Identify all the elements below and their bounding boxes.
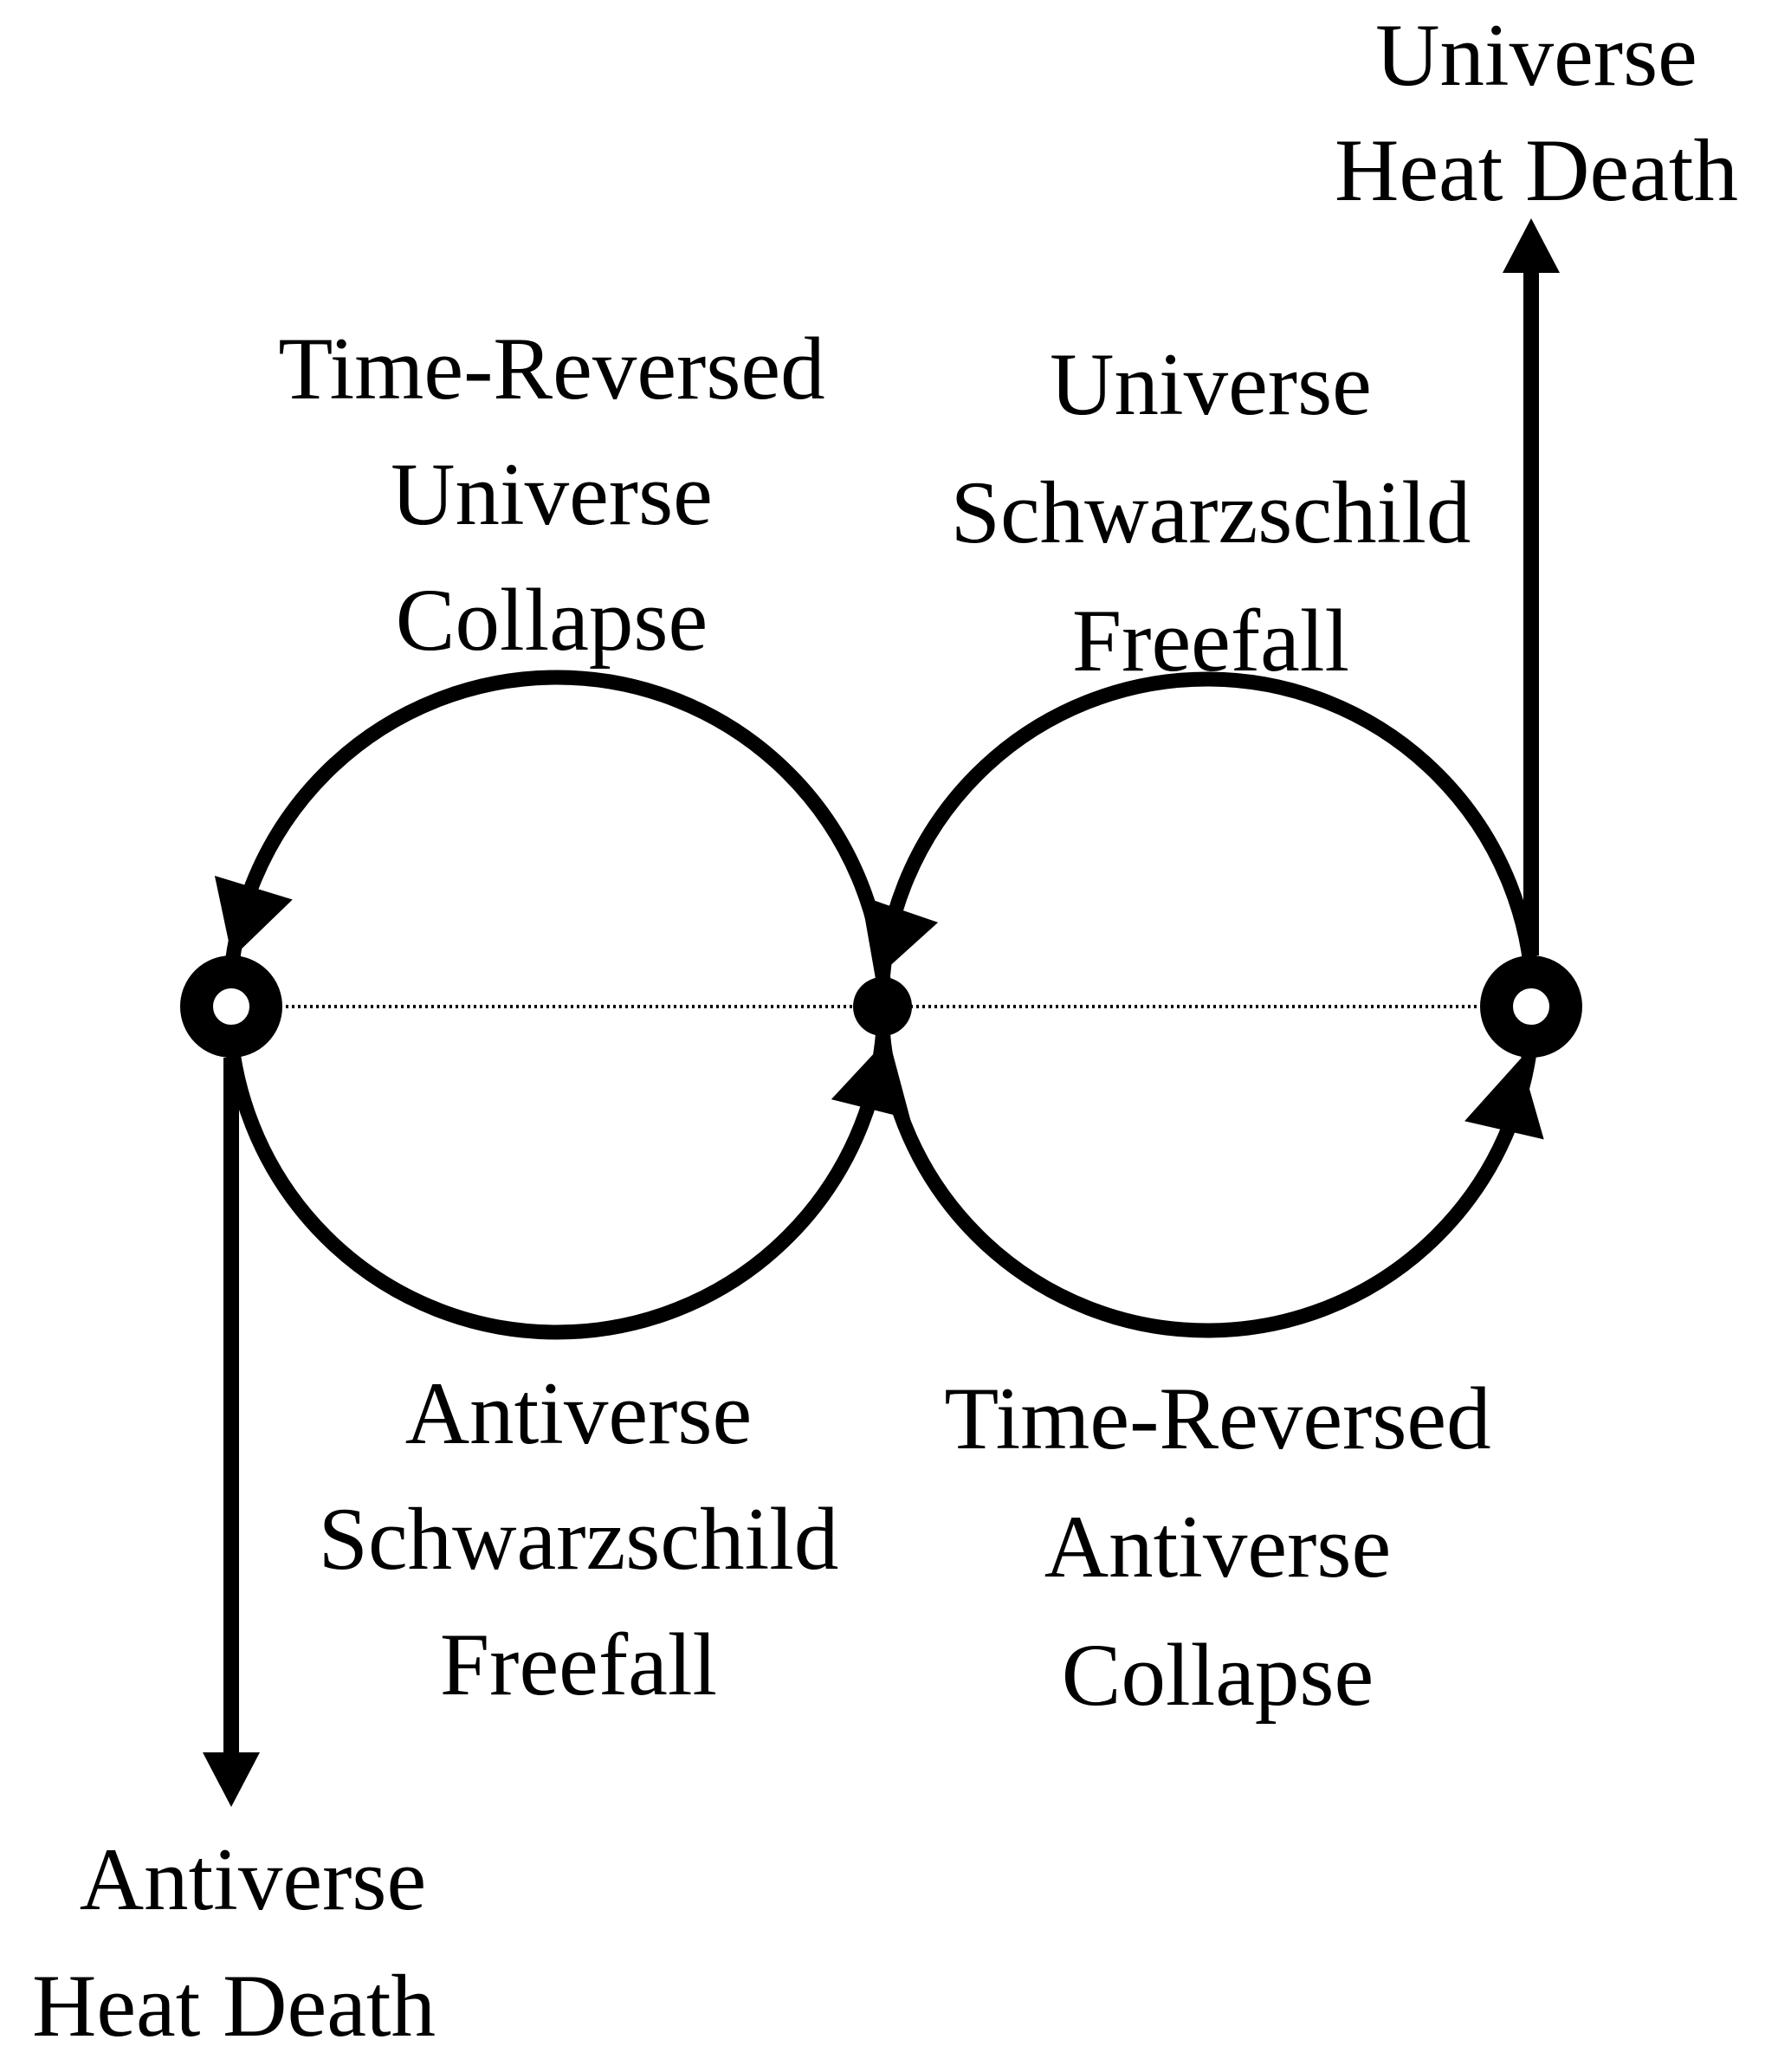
label-line: Heat Death — [1335, 121, 1738, 220]
universe-heat-death-arrowhead-icon — [1503, 218, 1560, 273]
left-ring-node — [180, 955, 282, 1058]
right-node-incoming-arrowhead-icon — [1464, 1059, 1544, 1140]
label-line: Time-Reversed — [278, 320, 824, 418]
middle-node-top-arrowhead-icon — [861, 896, 939, 979]
middle-node-bottom-arrowhead-icon — [831, 1038, 911, 1119]
label-line: Schwarzschild — [951, 463, 1471, 562]
label-line: Collapse — [1062, 1626, 1374, 1725]
left-node-incoming-arrowhead-icon — [214, 875, 293, 958]
label-line: Freefall — [1072, 592, 1349, 690]
antiverse-schwarzschild-freefall-label: Antiverse Schwarzschild Freefall — [319, 1364, 839, 1714]
label-line: Schwarzschild — [319, 1490, 839, 1589]
antiverse-heat-death-arrowhead-icon — [203, 1752, 260, 1807]
time-reversed-antiverse-collapse-label: Time-Reversed Antiverse Collapse — [944, 1369, 1490, 1725]
time-reversed-universe-collapse-label: Time-Reversed Universe Collapse — [278, 320, 824, 670]
label-line: Universe — [1050, 335, 1372, 434]
label-line: Antiverse — [80, 1830, 426, 1929]
antiverse-heat-death-label: Antiverse Heat Death — [32, 1830, 436, 2056]
label-line: Universe — [1375, 6, 1697, 105]
label-line: Antiverse — [405, 1364, 752, 1463]
label-line: Time-Reversed — [944, 1369, 1490, 1468]
label-line: Antiverse — [1044, 1498, 1391, 1596]
label-line: Heat Death — [32, 1957, 436, 2056]
universe-heat-death-label: Universe Heat Death — [1335, 6, 1738, 220]
right-ring-node — [1480, 955, 1582, 1058]
label-line: Collapse — [396, 571, 708, 670]
label-line: Freefall — [440, 1616, 717, 1714]
universe-schwarzschild-freefall-label: Universe Schwarzschild Freefall — [951, 335, 1471, 690]
middle-dot-node — [853, 977, 912, 1036]
label-line: Universe — [391, 445, 713, 544]
